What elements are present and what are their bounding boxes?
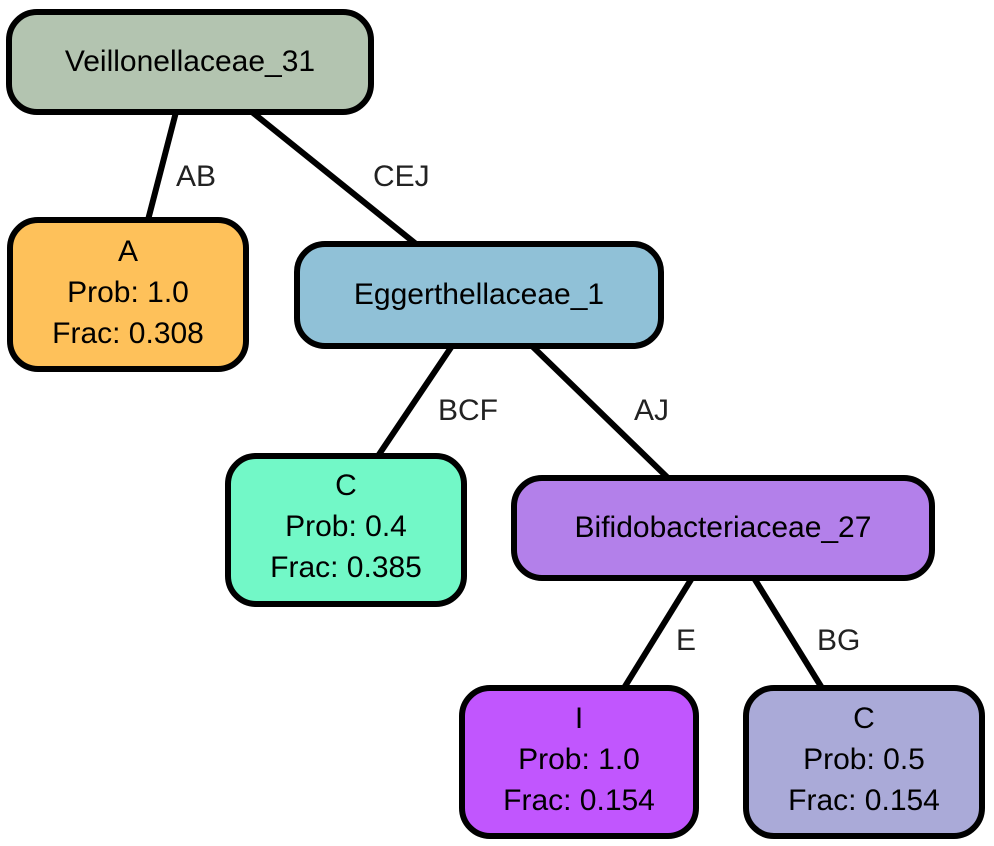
node-prob: Prob: 0.4 (285, 510, 407, 543)
node-frac: Frac: 0.308 (52, 317, 204, 350)
edge-line-n4-n6 (751, 576, 825, 690)
node-box (6, 9, 374, 115)
node-box (459, 685, 699, 839)
edge-label-bcf: BCF (438, 394, 498, 427)
tree-node-leaf-a: A Prob: 1.0 Frac: 0.308 (7, 217, 249, 372)
edge-line-n4-n5 (621, 576, 695, 690)
edge-line-n0-n1 (145, 111, 179, 221)
node-label: Bifidobacteriaceae_27 (575, 511, 872, 544)
node-frac: Frac: 0.154 (788, 784, 940, 817)
node-label: I (575, 702, 583, 735)
edge-label-e: E (676, 624, 696, 657)
tree-edges: AB CEJ BCF AJ E BG (145, 109, 860, 690)
node-box (743, 685, 985, 839)
tree-node-eggerthellaceae-1: Eggerthellaceae_1 (294, 241, 664, 349)
edge-label-aj: AJ (634, 394, 669, 427)
node-label: C (335, 469, 357, 502)
node-prob: Prob: 1.0 (518, 743, 640, 776)
tree-node-veillonellaceae-31: Veillonellaceae_31 (6, 9, 374, 115)
node-frac: Frac: 0.385 (270, 551, 422, 584)
node-label: A (118, 235, 138, 268)
edge-label-ab: AB (176, 160, 216, 193)
node-box (294, 241, 664, 349)
edge-label-bg: BG (817, 624, 860, 657)
node-label: C (853, 702, 875, 735)
edge-line-n2-n3 (375, 344, 455, 458)
node-label: Veillonellaceae_31 (65, 45, 315, 78)
node-prob: Prob: 0.5 (803, 743, 925, 776)
tree-node-leaf-c-1: C Prob: 0.4 Frac: 0.385 (225, 453, 467, 607)
tree-node-leaf-i: I Prob: 1.0 Frac: 0.154 (459, 685, 699, 839)
edge-label-cej: CEJ (373, 160, 430, 193)
node-label: Eggerthellaceae_1 (354, 278, 604, 311)
node-prob: Prob: 1.0 (67, 276, 189, 309)
tree-node-bifidobacteriaceae-27: Bifidobacteriaceae_27 (511, 475, 935, 581)
node-box (225, 453, 467, 607)
edge-line-n2-n4 (529, 343, 671, 481)
node-box (511, 475, 935, 581)
edge-line-n0-n2 (250, 109, 418, 247)
node-frac: Frac: 0.154 (503, 784, 655, 817)
node-box (7, 217, 249, 372)
tree-node-leaf-c-2: C Prob: 0.5 Frac: 0.154 (743, 685, 985, 839)
